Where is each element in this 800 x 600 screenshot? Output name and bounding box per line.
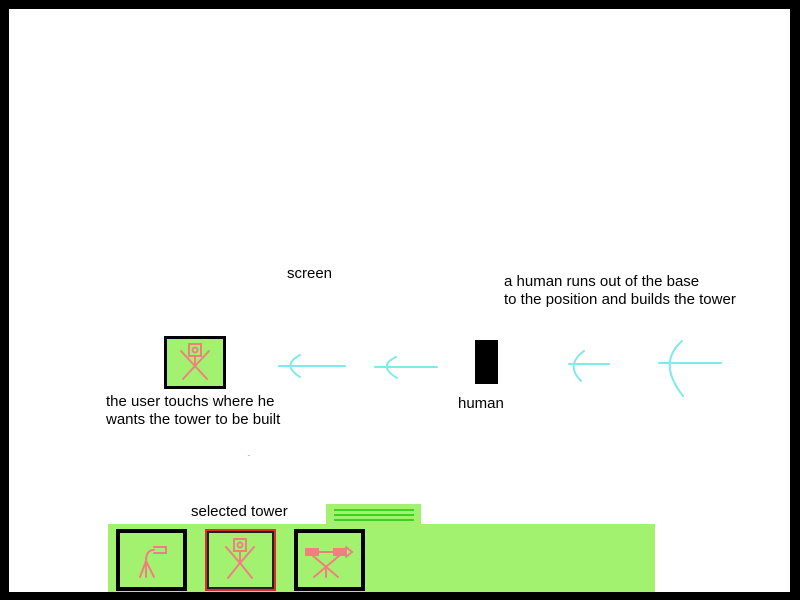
tower-slot-stick-figure[interactable] xyxy=(205,529,276,591)
game-screen[interactable]: screen a human runs out of the base to t… xyxy=(9,9,790,592)
placed-tower-preview[interactable] xyxy=(164,336,226,389)
handle-stripe xyxy=(334,509,414,511)
human-label: human xyxy=(458,395,504,412)
double-cannon-tower-icon xyxy=(305,546,354,578)
stick-figure-tower-icon xyxy=(180,343,210,380)
arrow-left-icon xyxy=(568,350,610,382)
handle-stripe xyxy=(334,514,414,516)
tower-slot-cannon[interactable] xyxy=(116,529,187,591)
human-runs-caption-line1: a human runs out of the base xyxy=(504,273,700,290)
screen-label: screen xyxy=(287,265,333,282)
stick-figure-tower-icon xyxy=(225,538,255,579)
tower-toolbar xyxy=(108,524,655,592)
movement-arrows xyxy=(278,340,722,397)
human-runs-caption-line2: to the position and builds the tower xyxy=(504,291,736,308)
selected-tower-label: selected tower xyxy=(191,503,288,520)
arrow-left-icon xyxy=(658,340,722,397)
user-touch-caption-line1: the user touchs where he xyxy=(106,393,275,410)
cannon-tower-icon xyxy=(139,546,167,578)
handle-stripe xyxy=(334,519,414,521)
user-touch-caption-line2: wants the tower to be built xyxy=(106,411,281,428)
tower-slot-double-cannon[interactable] xyxy=(294,529,365,591)
toolbar-handle[interactable] xyxy=(326,504,421,524)
human-unit xyxy=(475,340,498,384)
touch-point-marker xyxy=(248,455,250,456)
arrow-left-icon xyxy=(278,354,346,378)
arrow-left-icon xyxy=(374,356,438,379)
